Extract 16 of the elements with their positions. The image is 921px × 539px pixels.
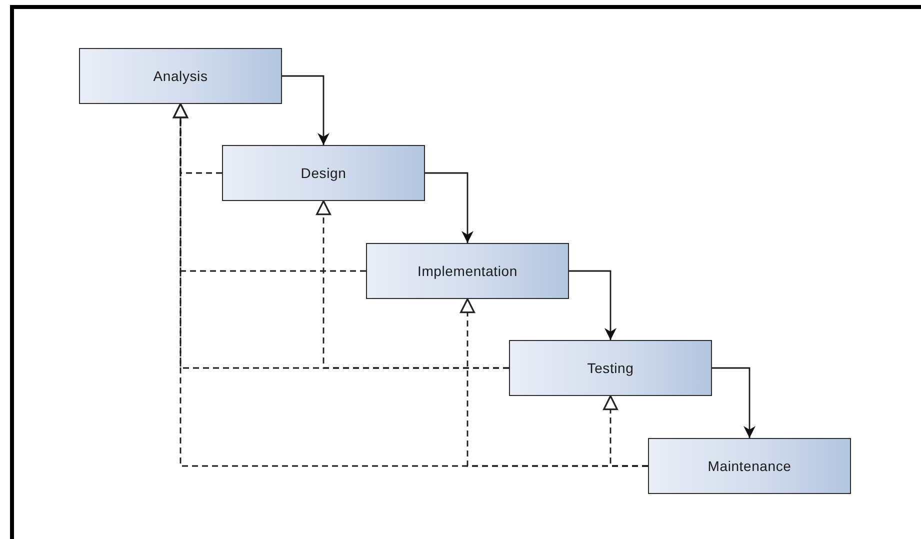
process-box (648, 438, 851, 494)
process-box (79, 48, 282, 104)
box-label: Implementation (418, 263, 518, 279)
box-label: Design (300, 165, 346, 181)
box-label: Testing (587, 360, 634, 376)
process-box (222, 145, 425, 201)
dashed-feedback-arrow (316, 200, 509, 369)
process-box (366, 243, 569, 299)
arrow (425, 172, 474, 243)
arrow (712, 367, 756, 438)
dashed-feedback-arrow (603, 395, 648, 467)
process-box (509, 340, 712, 396)
box-label: Analysis (153, 68, 208, 84)
box-label: Maintenance (708, 458, 792, 474)
arrow (282, 75, 330, 145)
arrow (569, 270, 616, 340)
